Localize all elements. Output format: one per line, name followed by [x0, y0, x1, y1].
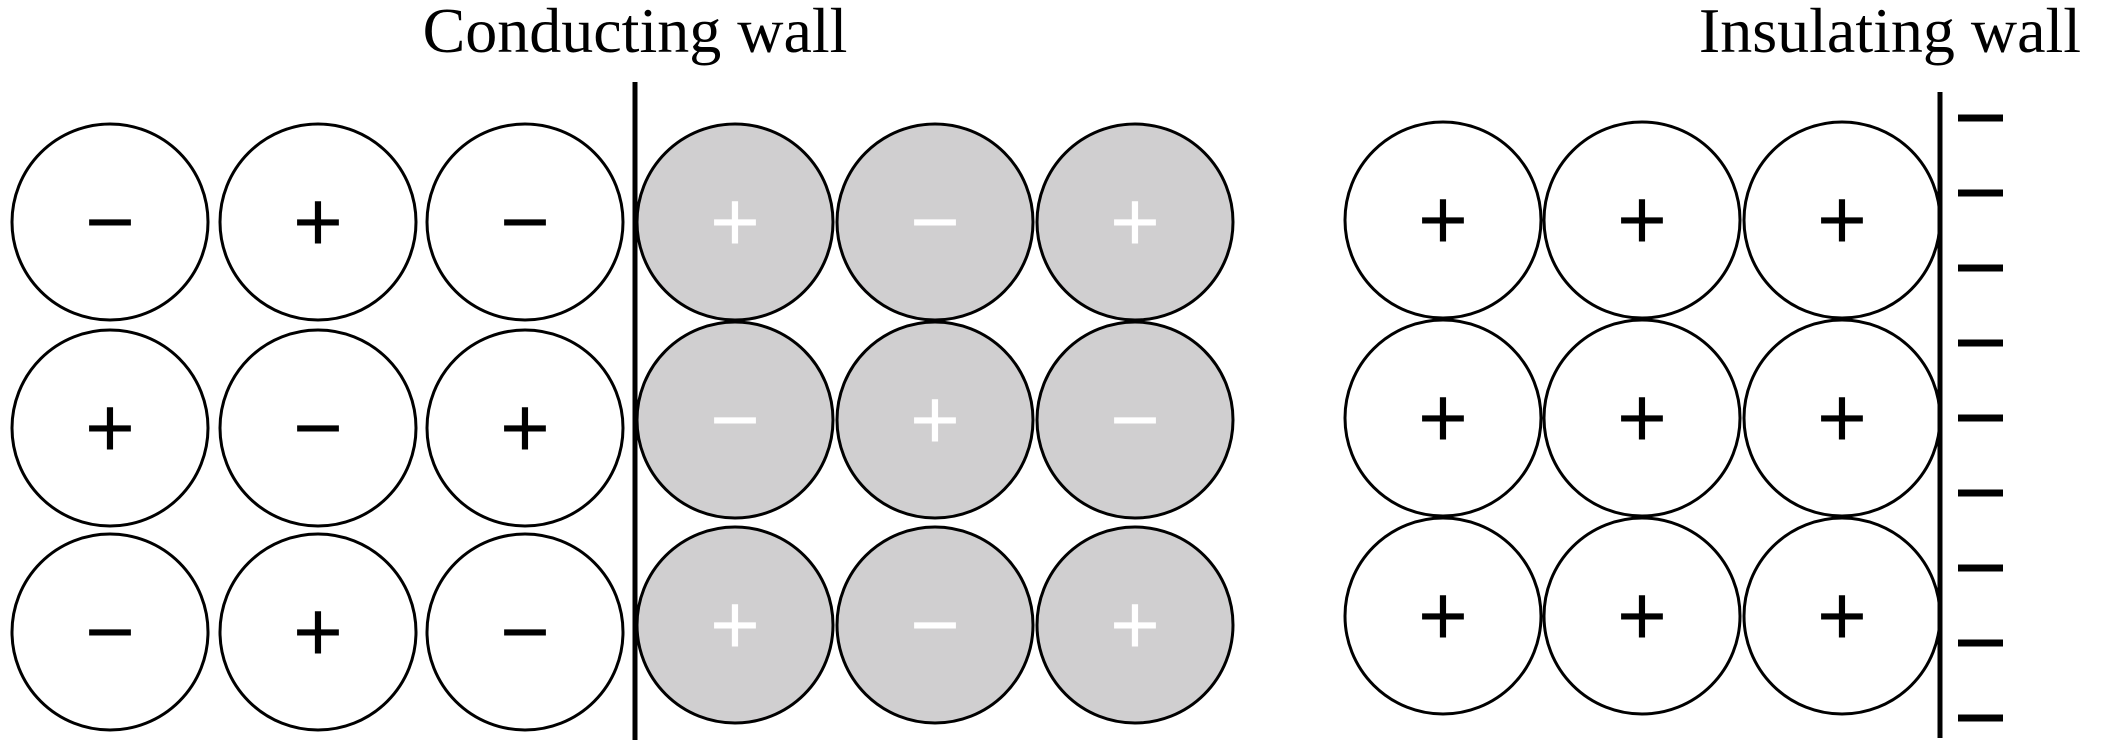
real-ion-sign: − — [500, 174, 550, 270]
insulating-ion-circle — [1343, 318, 1543, 518]
image-ion-circle — [835, 320, 1035, 520]
real-ion-circle — [218, 122, 418, 322]
real-ion-sign: + — [500, 380, 550, 476]
conducting-wall-title: Conducting wall — [423, 0, 848, 66]
image-ion-sign: + — [1110, 577, 1160, 673]
real-ion-circle — [10, 532, 210, 732]
real-ion-circle — [10, 328, 210, 528]
real-ion-circle — [218, 532, 418, 732]
real-ion-circle — [425, 122, 625, 322]
insulating-ion-circle — [1343, 120, 1543, 320]
real-ion-sign: − — [85, 174, 135, 270]
insulating-ion-circle — [1343, 516, 1543, 716]
image-ion-sign: + — [710, 174, 760, 270]
conducting-image-ions: + − + − + − + − + — [635, 122, 1235, 725]
insulating-ion-sign: + — [1617, 568, 1667, 664]
real-ion-sign: + — [293, 174, 343, 270]
real-ion-sign: + — [293, 584, 343, 680]
real-ion-sign: + — [85, 380, 135, 476]
insulating-ion-sign: + — [1418, 172, 1468, 268]
insulating-ions: + + + + + + + + + — [1343, 120, 1942, 716]
real-ion-circle — [425, 532, 625, 732]
image-ion-sign: + — [910, 372, 960, 468]
insulating-ion-sign: + — [1617, 370, 1667, 466]
real-ion-sign: − — [85, 584, 135, 680]
image-ion-sign: − — [1110, 372, 1160, 468]
image-ion-circle — [1035, 122, 1235, 322]
image-ion-circle — [835, 525, 1035, 725]
real-ion-circle — [425, 328, 625, 528]
insulating-ion-sign: + — [1817, 370, 1867, 466]
real-ion-circle — [218, 328, 418, 528]
insulating-ion-circle — [1542, 120, 1742, 320]
insulating-ion-sign: + — [1817, 568, 1867, 664]
image-ion-sign: + — [1110, 174, 1160, 270]
image-ion-sign: + — [710, 577, 760, 673]
image-ion-sign: − — [910, 174, 960, 270]
image-ion-circle — [835, 122, 1035, 322]
conducting-real-ions: − + − + − + − + − — [10, 122, 625, 732]
insulating-wall-title: Insulating wall — [1699, 0, 2081, 66]
image-ion-sign: − — [710, 372, 760, 468]
image-ion-circle — [1035, 320, 1235, 520]
image-ion-circle — [1035, 525, 1235, 725]
insulating-ion-circle — [1542, 318, 1742, 518]
insulating-ion-sign: + — [1817, 172, 1867, 268]
insulating-wall-charges — [1958, 114, 2003, 722]
insulating-ion-sign: + — [1418, 370, 1468, 466]
real-ion-sign: − — [293, 380, 343, 476]
insulating-ion-sign: + — [1418, 568, 1468, 664]
image-ion-sign: − — [910, 577, 960, 673]
real-ion-circle — [10, 122, 210, 322]
insulating-ion-circle — [1542, 516, 1742, 716]
real-ion-sign: − — [500, 584, 550, 680]
insulating-ion-sign: + — [1617, 172, 1667, 268]
